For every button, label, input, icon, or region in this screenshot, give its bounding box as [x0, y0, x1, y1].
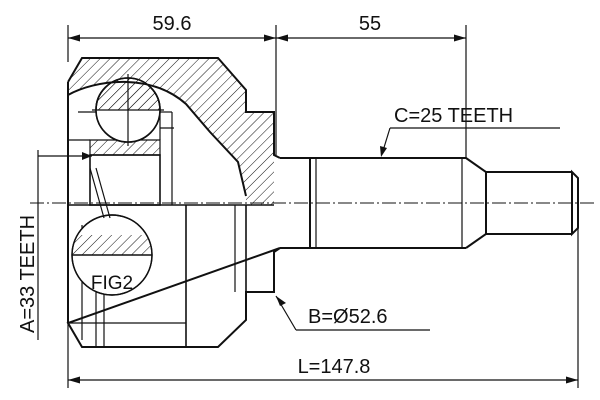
abs-ring-label: B=Ø52.6 [308, 306, 388, 328]
ball-cage [78, 74, 174, 146]
fig2-label: FIG2 [91, 273, 133, 294]
spline-c-annotation: C=25 TEETH [380, 105, 560, 157]
spline-a-label: A=33 TEETH [17, 215, 39, 333]
spline-a-annotation: A=33 TEETH [17, 150, 92, 340]
abs-ring-annotation: B=Ø52.6 [275, 295, 430, 331]
total-length-label: L=147.8 [298, 356, 371, 378]
spline-c-label: C=25 TEETH [394, 105, 513, 127]
fig2-detail: FIG2 [71, 167, 153, 296]
shaft-length-label: 55 [359, 13, 381, 35]
dimension-top: 59.6 55 [67, 13, 467, 158]
cup-length-label: 59.6 [153, 13, 192, 35]
dimension-total: L=147.8 [67, 228, 579, 388]
